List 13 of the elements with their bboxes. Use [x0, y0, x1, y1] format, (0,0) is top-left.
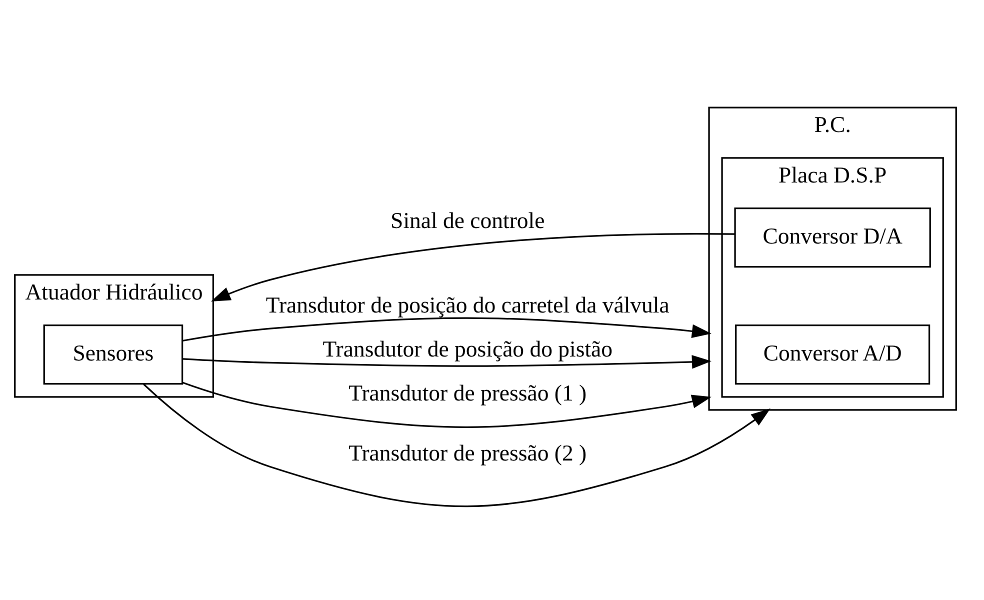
arrow [182, 316, 712, 342]
edge-label: Transdutor de posição do carretel da válvula [266, 292, 670, 318]
node-box: Conversor A/D [735, 324, 930, 384]
node-box: Conversor D/A [734, 206, 931, 268]
edge-label: Transdutor de posição do pistão [322, 336, 613, 362]
edge-label: Transdutor de pressão (1 ) [348, 380, 587, 405]
edge-label: Transdutor de pressão (2 ) [348, 440, 587, 466]
node-box: Sensores [43, 324, 184, 384]
arrow [210, 232, 735, 301]
edge-label: Sinal de controle [390, 208, 545, 233]
arrow [143, 383, 770, 507]
arrow [182, 381, 712, 428]
arrow [182, 354, 712, 368]
